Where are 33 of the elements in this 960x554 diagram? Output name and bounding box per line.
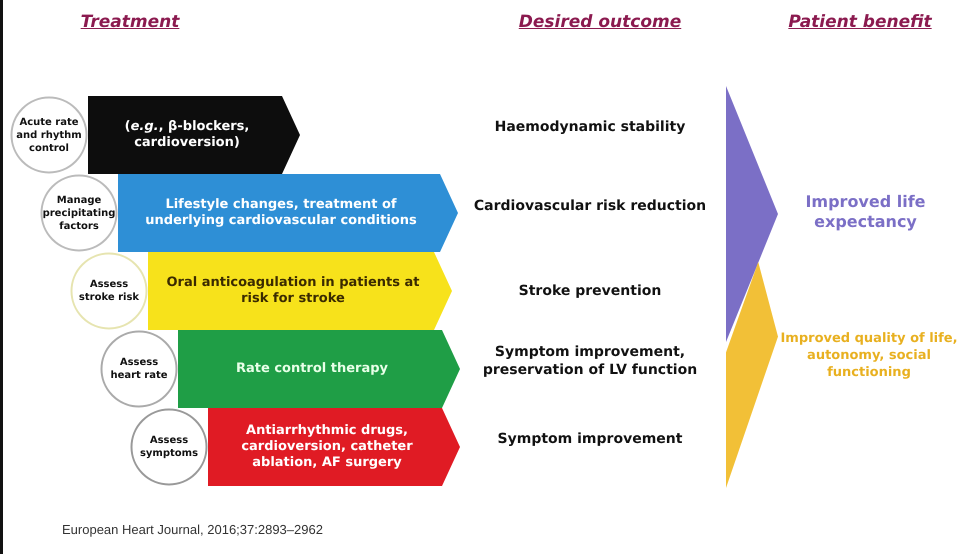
column-heading: Treatment — [80, 12, 180, 32]
chevron-text: Rate control therapy — [236, 361, 388, 377]
treatment-banner — [208, 408, 460, 486]
treatment-banner — [178, 330, 460, 408]
step-circle — [10, 96, 88, 174]
treatment-banner — [118, 174, 458, 252]
column-heading: Desired outcome — [518, 12, 682, 32]
outcome-text: Symptom improvement, preservation of LV function — [482, 343, 698, 379]
outcome-text: Cardiovascular risk reduction — [472, 197, 708, 215]
chevron-text: Lifestyle changes, treatment of underlying cardiovascular conditions — [144, 197, 418, 229]
treatment-banner — [88, 96, 300, 174]
chevron-text: Antiarrhythmic drugs, cardioversion, catheter ablation, AF surgery — [240, 423, 414, 471]
outcome-text: Haemodynamic stability — [494, 118, 686, 136]
chevron-text: Oral anticoagulation in patients at risk for stroke — [165, 275, 421, 307]
chevron-text: (e.g., β-blockers, cardioversion) — [124, 119, 250, 151]
column-heading: Patient benefit — [788, 12, 932, 32]
benefit-text: Improved life expectancy — [804, 192, 927, 232]
circle-label: Assess symptoms — [138, 434, 200, 460]
treatment-banner — [148, 252, 452, 330]
circle-label: Assess heart rate — [109, 356, 169, 382]
outcome-text: Stroke prevention — [518, 282, 662, 300]
circle-label: Manage precipitating factors — [42, 194, 116, 232]
step-circle — [130, 408, 208, 486]
benefit-text: Improved quality of life, autonomy, social functioning — [779, 330, 959, 381]
source-citation: European Heart Journal, 2016;37:2893–2962 — [62, 522, 323, 537]
benefit-arrow — [726, 86, 778, 342]
step-circle — [100, 330, 178, 408]
step-circle — [40, 174, 118, 252]
benefit-arrow — [726, 262, 778, 488]
step-circle — [70, 252, 148, 330]
circle-label: Acute rate and rhythm control — [15, 116, 83, 154]
outcome-text: Symptom improvement — [496, 430, 684, 448]
circle-label: Assess stroke risk — [78, 278, 140, 304]
